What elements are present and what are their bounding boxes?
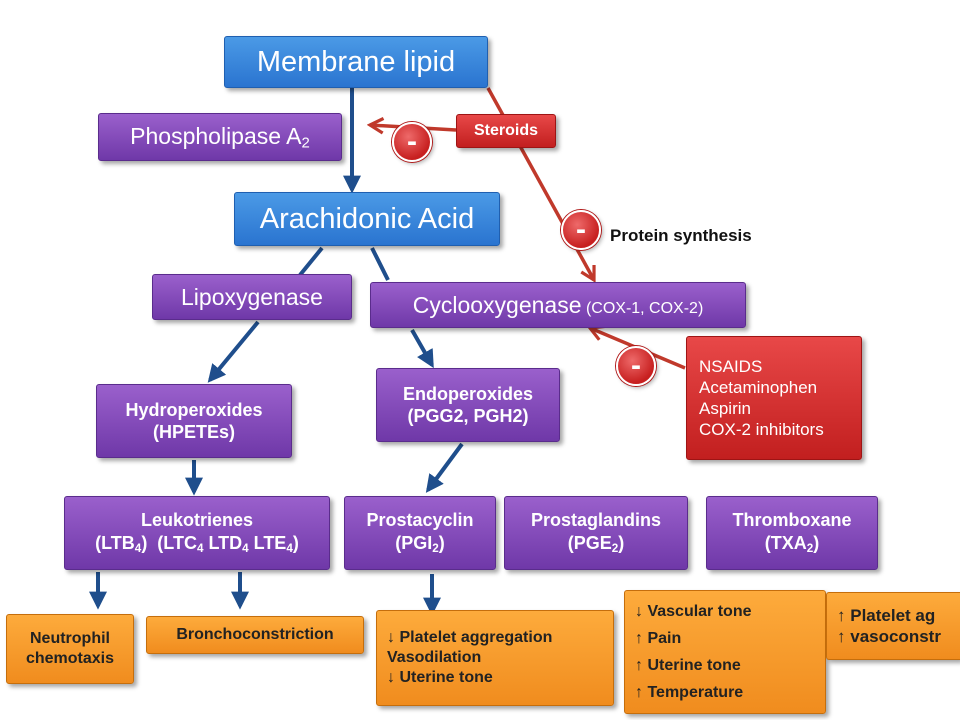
steroids-node: Steroids [456,114,556,148]
cox2-inhibitors-item: COX-2 inhibitors [699,420,824,440]
effect-platelet-aggregation: ↓ Platelet aggregation [387,629,553,646]
lipoxygenase-node: Lipoxygenase [152,274,352,320]
effect-vasodilation: Vasodilation [387,649,482,666]
prostacyclin-title: Prostacyclin [366,510,474,531]
prostacyclin-abbr: (PGI2) [395,532,445,555]
neutrophil-line2: chemotaxis [25,650,115,667]
membrane-lipid-node: Membrane lipid [224,36,488,88]
neutrophil-chemotaxis-node: Neutrophil chemotaxis [6,614,134,684]
hydroperoxides-node: Hydroperoxides (HPETEs) [96,384,292,458]
effect-platelet-agg-up: ↑ Platelet ag [837,605,936,625]
cyclooxygenase-node: Cyclooxygenase (COX-1, COX-2) [370,282,746,328]
prostacyclin-effects-node: ↓ Platelet aggregation Vasodilation ↓ Ut… [376,610,614,706]
effect-vasoconstriction: ↑ vasoconstr [837,627,941,646]
effect-temperature: ↑ Temperature [635,684,744,702]
thromboxane-abbr: (TXA2) [764,532,820,555]
prostaglandins-node: Prostaglandins (PGE2) [504,496,688,570]
arachidonic-acid-node: Arachidonic Acid [234,192,500,246]
protein-synthesis-label: Protein synthesis [610,226,752,245]
hydroperoxides-title: Hydroperoxides [125,399,263,420]
neutrophil-line1: Neutrophil [30,630,110,647]
phospholipase-label: Phospholipase A2 [130,122,310,152]
nsaids-item: NSAIDS [699,356,763,376]
inhibit-protein-synthesis-badge: - [561,210,601,250]
prostaglandins-title: Prostaglandins [530,510,662,531]
aspirin-item: Aspirin [699,399,751,418]
membrane-lipid-label: Membrane lipid [256,45,456,78]
effect-uterine-tone-up: ↑ Uterine tone [635,657,741,674]
leukotrienes-abbr: (LTB4) (LTC4 LTD4 LTE4) [95,532,299,555]
line-arachidonic-to-lipoxygenase [298,246,324,277]
endoperoxides-node: Endoperoxides (PGG2, PGH2) [376,368,560,442]
prostaglandins-abbr: (PGE2) [567,532,625,555]
thromboxane-title: Thromboxane [732,510,852,531]
effect-pain: ↑ Pain [635,629,682,647]
cyclooxygenase-label: Cyclooxygenase (COX-1, COX-2) [412,291,704,318]
line-arachidonic-to-cox [370,247,390,281]
phospholipase-node: Phospholipase A2 [98,113,342,161]
endoperoxides-abbr: (PGG2, PGH2) [407,406,529,426]
steroids-label: Steroids [473,122,538,139]
acetaminophen-item: Acetaminophen [699,377,818,397]
bronchoconstriction-label: Bronchoconstriction [176,626,334,643]
endoperoxides-title: Endoperoxides [402,383,534,404]
arrow-lipoxygenase-to-hydroperoxides [207,320,260,383]
nsaids-node: NSAIDS Acetaminophen Aspirin COX-2 inhib… [686,336,862,460]
lipoxygenase-label: Lipoxygenase [181,283,323,310]
leukotrienes-title: Leukotrienes [140,510,254,531]
hydroperoxides-abbr: (HPETEs) [152,422,235,442]
arrow-cox-to-endoperoxides [410,329,434,369]
effect-uterine-tone-down: ↓ Uterine tone [387,669,493,686]
arrow-endoperoxides-to-prostacyclin [425,442,464,493]
inhibit-phospholipase-badge: - [392,122,432,162]
prostacyclin-node: Prostacyclin (PGI2) [344,496,496,570]
bronchoconstriction-node: Bronchoconstriction [146,616,364,654]
thromboxane-node: Thromboxane (TXA2) [706,496,878,570]
prostaglandin-effects-node: ↓ Vascular tone ↑ Pain ↑ Uterine tone ↑ … [624,590,826,714]
arachidonic-acid-label: Arachidonic Acid [259,202,475,235]
thromboxane-effects-node: ↑ Platelet ag ↑ vasoconstr [826,592,960,660]
leukotrienes-node: Leukotrienes (LTB4) (LTC4 LTD4 LTE4) [64,496,330,570]
inhibit-cox-badge: - [616,346,656,386]
effect-vascular-tone: ↓ Vascular tone [635,602,752,620]
